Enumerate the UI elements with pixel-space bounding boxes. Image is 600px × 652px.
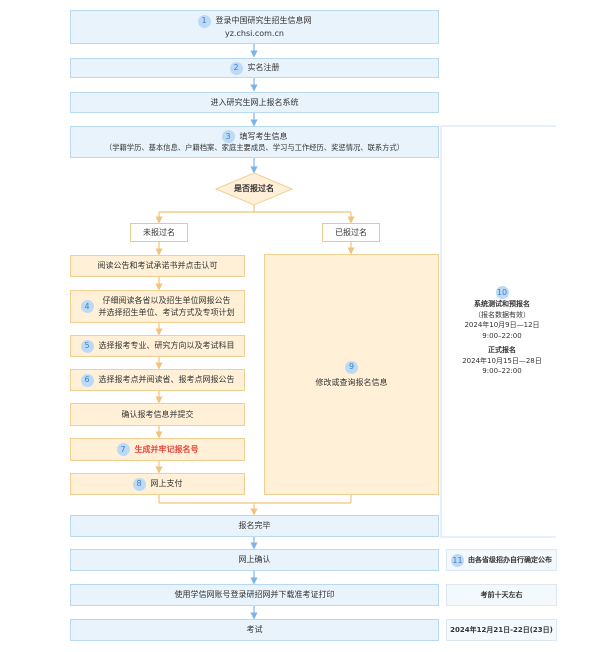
step-generate-number: 7 生成并牢记报名号 [70, 438, 245, 461]
step-number-10: 10 [495, 286, 509, 299]
exam-date-text: 2024年12月21日-22日(23日) [450, 626, 553, 634]
online-confirm-label: 网上确认 [238, 555, 271, 565]
download-note-text: 考前十天左右 [480, 591, 523, 599]
enter-system-label: 进入研究生网上报名系统 [210, 97, 299, 107]
decision-label: 是否报过名 [234, 184, 274, 194]
step-confirm-submit: 确认报考信息并提交 [70, 403, 245, 426]
read-province-line2: 并选择招生单位、考试方式及专项计划 [98, 307, 235, 317]
step-read-province: 4 仔细阅读各省以及招生单位网报公告 并选择招生单位、考试方式及专项计划 [70, 290, 245, 323]
test-period-note: （报名数据有效） [474, 310, 530, 319]
step-online-confirm: 网上确认 [70, 549, 439, 571]
step-online-payment: 8 网上支付 [70, 473, 245, 495]
online-payment-label: 网上支付 [150, 479, 183, 489]
register-label: 实名注册 [247, 63, 280, 73]
step-read-notice: 阅读公告和考试承诺书并点击认可 [70, 255, 245, 277]
step-number-7: 7 [116, 443, 130, 456]
step-number-9: 9 [345, 360, 358, 374]
step-number-5: 5 [80, 339, 94, 353]
exam-date-note: 2024年12月21日-22日(23日) [446, 619, 557, 641]
generate-number-label: 生成并牢记报名号 [134, 444, 199, 454]
select-major-label: 选择报考专业、研究方向以及考试科目 [98, 341, 235, 351]
exam-label: 考试 [246, 625, 263, 635]
online-confirm-note-text: 由各省级招办自行确定公布 [468, 556, 552, 564]
confirm-submit-label: 确认报考信息并提交 [121, 409, 194, 419]
step-exam: 考试 [70, 619, 439, 641]
login-url: yz.chsi.com.cn [225, 28, 284, 38]
step-number-6: 6 [80, 373, 94, 387]
select-site-label: 选择报考点并阅读省、报考点网报公告 [98, 375, 235, 385]
formal-period-time: 9:00–22:00 [482, 367, 522, 375]
step-number-3: 3 [221, 130, 235, 144]
registration-period-panel: 10 系统测试和预报名 （报名数据有效） 2024年10月9日—12日 9:00… [447, 286, 557, 377]
step-fill-info: 3 填写考生信息 （学籍学历、基本信息、户籍档案、家庭主要成员、学习与工作经历、… [70, 126, 439, 158]
step-register: 2 实名注册 [70, 58, 439, 78]
test-period-dates: 2024年10月9日—12日 [464, 321, 540, 329]
step-enter-system: 进入研究生网上报名系统 [70, 92, 439, 113]
step-number-1: 1 [197, 14, 211, 28]
download-note: 考前十天左右 [446, 584, 557, 606]
login-title: 登录中国研究生招生信息网 [215, 16, 312, 26]
step-number-2: 2 [229, 61, 243, 75]
step-select-site: 6 选择报考点并阅读省、报考点网报公告 [70, 369, 245, 391]
step-modify-query: 9 修改或查询报名信息 [264, 254, 439, 495]
step-download-ticket: 使用学信网账号登录研招网并下载准考证打印 [70, 584, 439, 606]
test-period-time: 9:00–22:00 [482, 331, 522, 340]
formal-period-dates: 2024年10月15日—28日 [462, 356, 542, 365]
read-notice-label: 阅读公告和考试承诺书并点击认可 [97, 261, 218, 271]
test-period-title: 系统测试和预报名 [474, 300, 530, 308]
decision-diamond [214, 172, 294, 206]
download-ticket-label: 使用学信网账号登录研招网并下载准考证打印 [174, 590, 335, 600]
step-number-4: 4 [80, 300, 94, 313]
formal-period-title: 正式报名 [488, 346, 516, 354]
fill-info-detail: （学籍学历、基本信息、户籍档案、家庭主要成员、学习与工作经历、奖惩情况、联系方式… [104, 143, 405, 153]
step-login: 1 登录中国研究生招生信息网 yz.chsi.com.cn [70, 10, 439, 44]
modify-query-label: 修改或查询报名信息 [315, 377, 388, 387]
branch-registered: 已报过名 [322, 223, 380, 242]
complete-label: 报名完毕 [238, 521, 271, 531]
step-number-8: 8 [132, 477, 146, 491]
branch-not-registered: 未报过名 [130, 223, 188, 242]
read-province-line1: 仔细阅读各省以及招生单位网报公告 [102, 295, 231, 305]
fill-info-title: 填写考生信息 [239, 131, 288, 141]
step-select-major: 5 选择报考专业、研究方向以及考试科目 [70, 335, 245, 357]
step-number-11: 11 [451, 553, 464, 567]
step-complete: 报名完毕 [70, 515, 439, 537]
online-confirm-note: 11 由各省级招办自行确定公布 [446, 549, 557, 571]
